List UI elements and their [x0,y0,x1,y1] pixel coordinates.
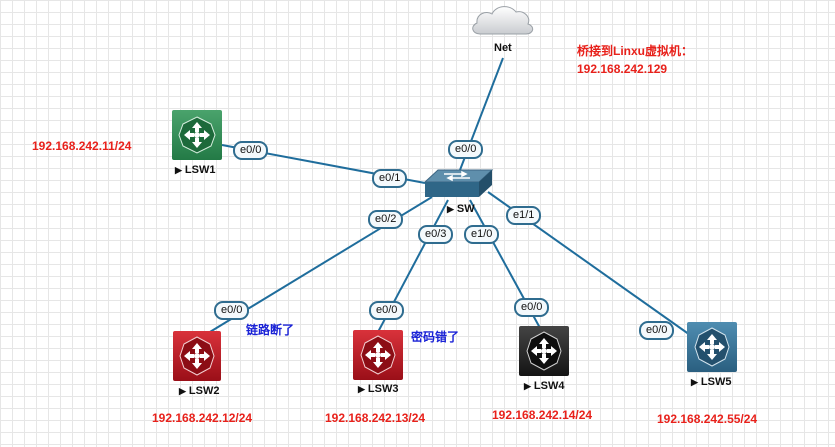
lsw1-device-icon[interactable] [172,110,222,160]
lsw3-device-icon[interactable] [353,330,403,380]
port-lsw5-e00[interactable]: e0/0 [639,321,675,340]
lsw3-note: 密码错了 [411,330,460,344]
lsw3-label: ▶LSW3 [358,383,399,395]
lsw2-note: 链路断了 [246,323,295,337]
port-lsw3-e00[interactable]: e0/0 [369,301,405,320]
ip-lsw3: 192.168.242.13/24 [325,411,426,425]
play-triangle-icon: ▶ [358,384,365,394]
sw-switch-icon[interactable] [423,169,494,197]
lsw2-label: ▶LSW2 [179,385,220,397]
bridge-note-line1: 桥接到Linxu虚拟机： [577,44,693,58]
port-sw-e01[interactable]: e0/1 [372,169,408,188]
port-sw-e02[interactable]: e0/2 [368,210,404,229]
ip-lsw4: 192.168.242.14/24 [492,408,593,422]
play-triangle-icon: ▶ [179,386,186,396]
lsw4-label: ▶LSW4 [524,380,565,392]
ip-lsw5: 192.168.242.55/24 [657,412,758,426]
net-cloud-icon[interactable] [472,6,534,35]
port-sw-e03[interactable]: e0/3 [418,225,454,244]
play-triangle-icon: ▶ [691,377,698,387]
port-lsw2-e00[interactable]: e0/0 [214,301,250,320]
net-label: Net [494,42,512,54]
bridge-note-line2: 192.168.242.129 [577,62,668,76]
links [199,57,701,343]
play-triangle-icon: ▶ [524,381,531,391]
port-sw-e11[interactable]: e1/1 [506,206,542,225]
lsw1-label: ▶LSW1 [175,164,216,176]
play-triangle-icon: ▶ [447,204,454,214]
bridge-note: 桥接到Linxu虚拟机： 192.168.242.129 [577,42,693,78]
play-triangle-icon: ▶ [175,165,182,175]
ip-lsw2: 192.168.242.12/24 [152,411,253,425]
port-net-e00[interactable]: e0/0 [448,140,484,159]
lsw4-device-icon[interactable] [519,326,569,376]
port-sw-e10[interactable]: e1/0 [464,225,500,244]
lsw2-device-icon[interactable] [173,331,221,381]
lsw5-device-icon[interactable] [687,322,737,372]
port-lsw4-e00[interactable]: e0/0 [514,298,550,317]
ip-lsw1: 192.168.242.11/24 [32,139,132,153]
sw-label: ▶SW [447,203,475,215]
lsw5-label: ▶LSW5 [691,376,732,388]
port-lsw1-e00[interactable]: e0/0 [233,141,269,160]
